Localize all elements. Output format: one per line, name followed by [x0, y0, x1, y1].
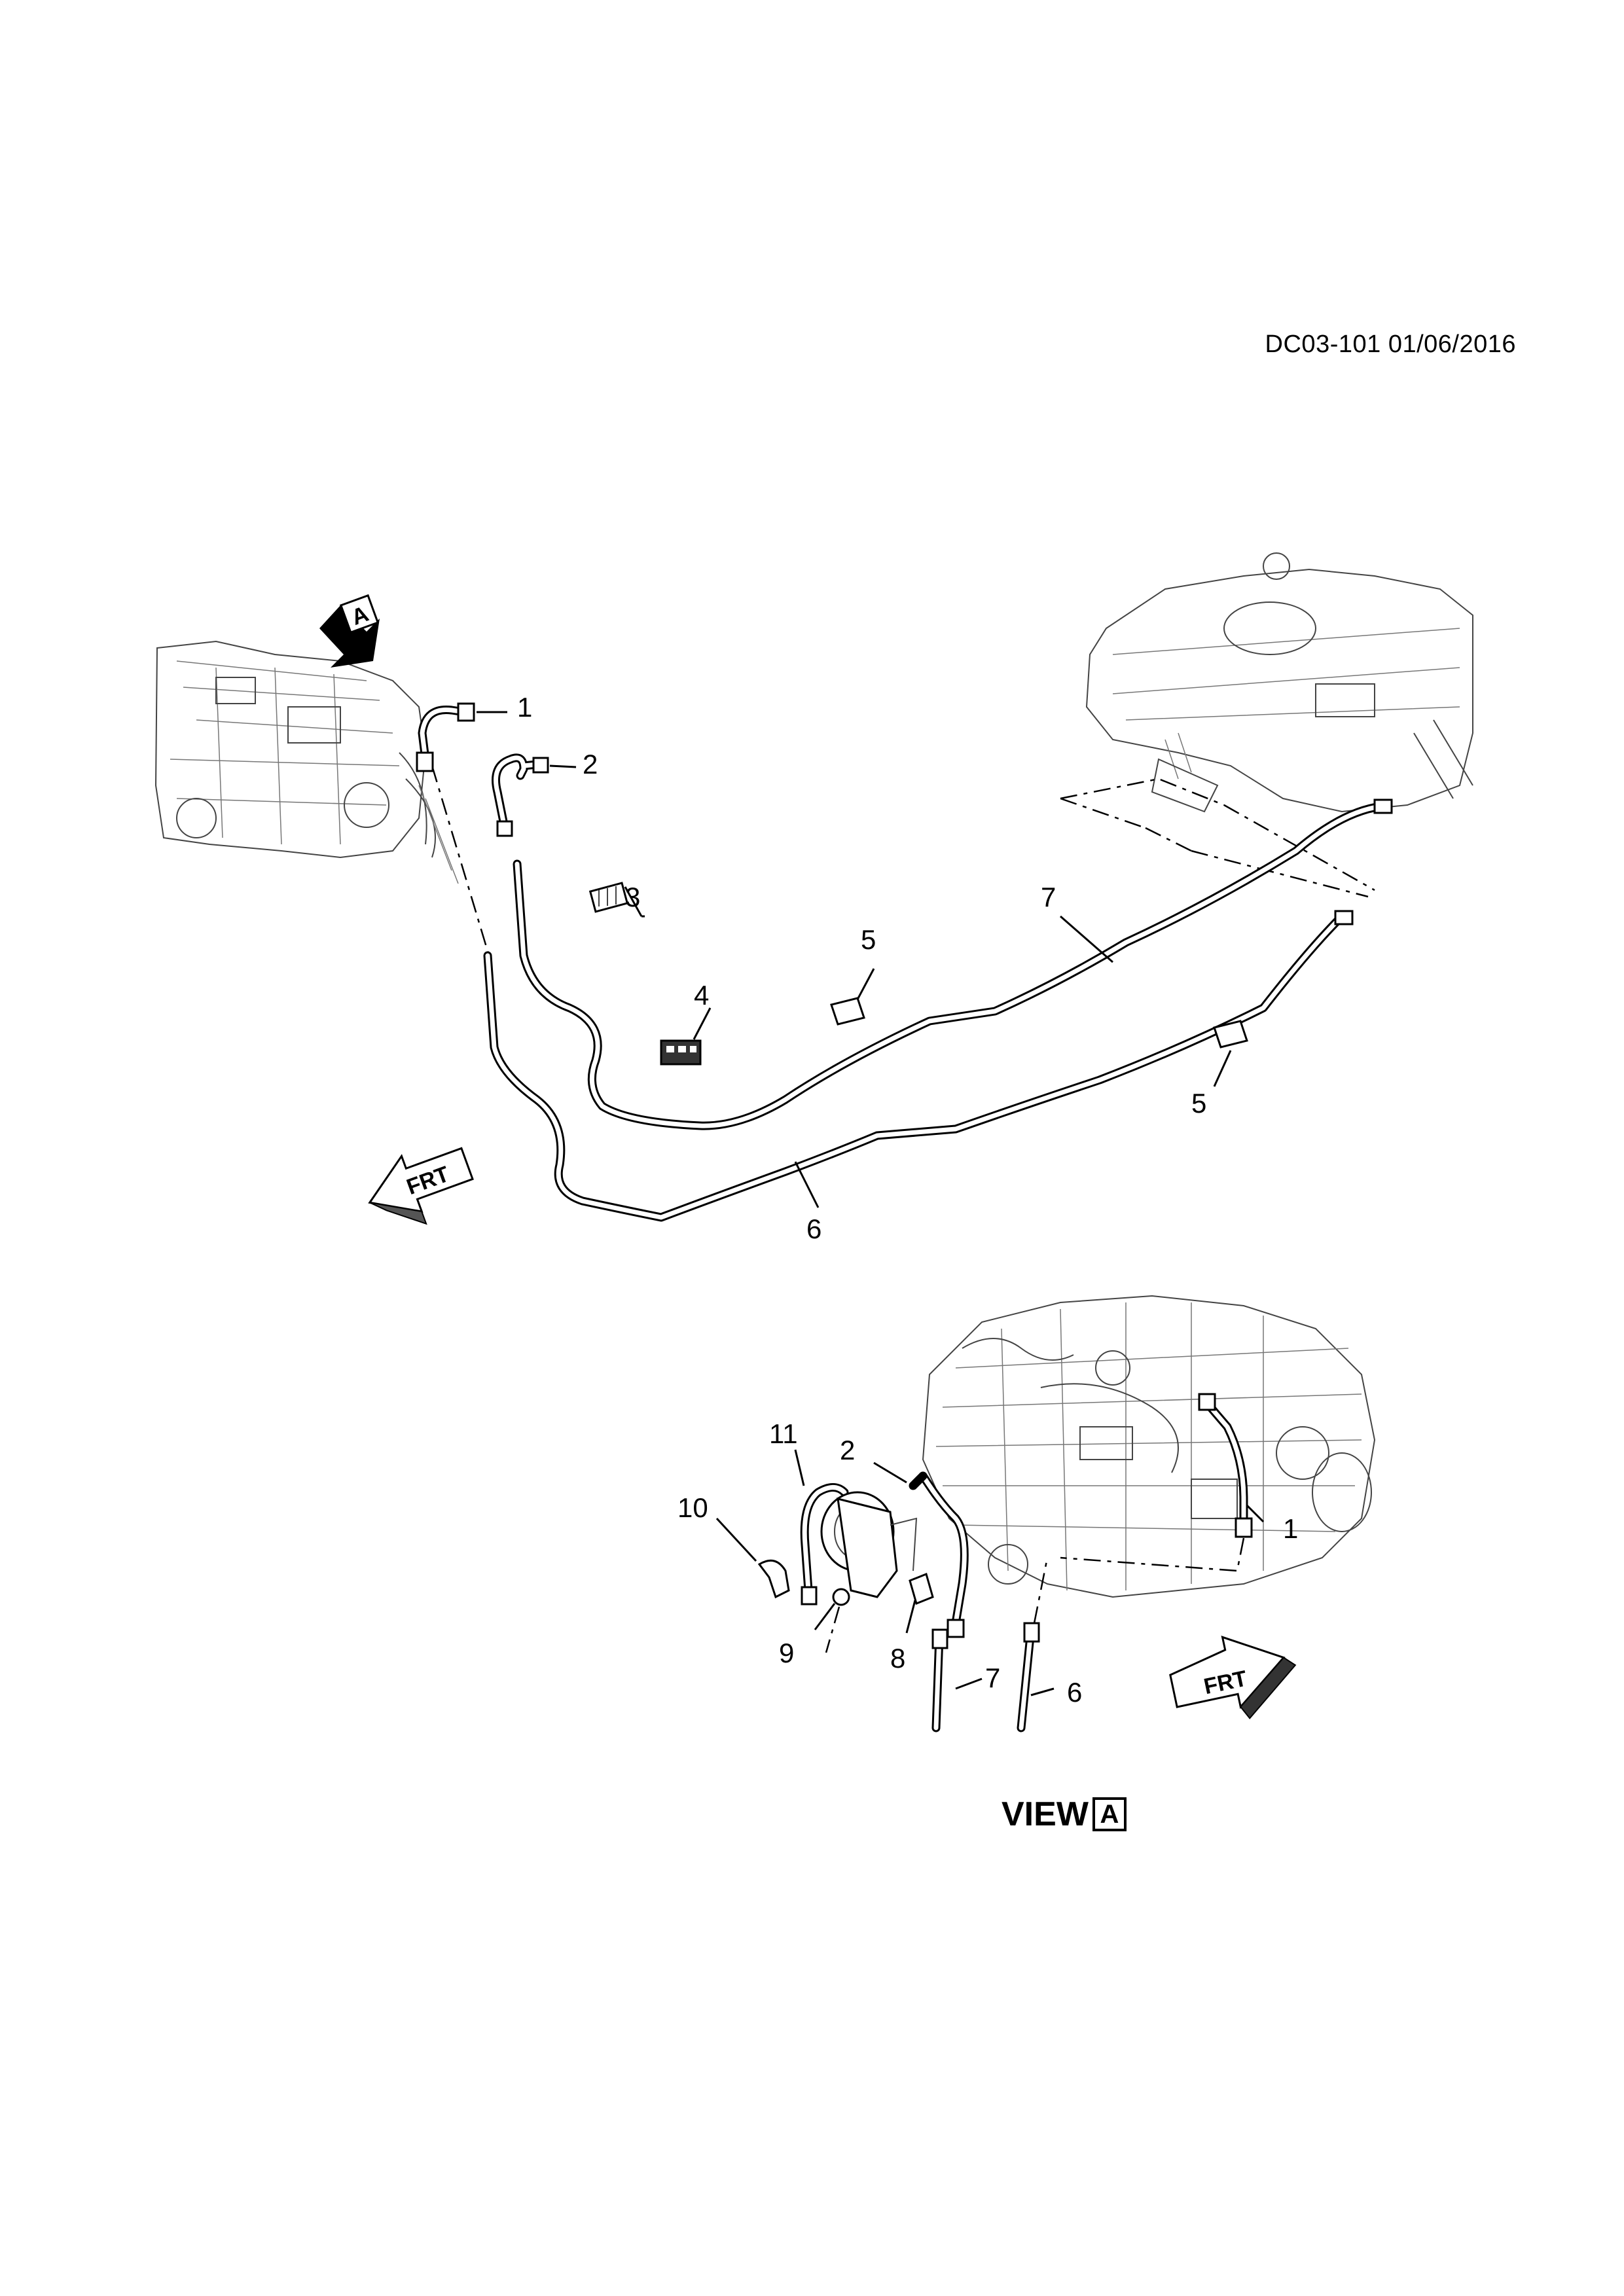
- callout-5-a: 5: [861, 924, 876, 955]
- dashed-leader-1-6: [431, 765, 492, 963]
- view-part-2-hose: [909, 1471, 969, 1638]
- view-callout-1: 1: [1283, 1513, 1298, 1544]
- view-part-8-clip: [909, 1572, 934, 1605]
- view-pipe-6: [1017, 1537, 1245, 1732]
- pipe-7-end-fitting: [1373, 798, 1393, 814]
- view-callout-6: 6: [1067, 1677, 1082, 1708]
- fuel-pipe-7: [513, 802, 1386, 1130]
- view-callout-7: 7: [985, 1662, 1000, 1693]
- callout-7: 7: [1041, 882, 1056, 912]
- view-callout-11: 11: [769, 1418, 798, 1449]
- view-a-label: VIEW A: [1001, 1795, 1127, 1834]
- callout-1: 1: [517, 692, 532, 723]
- fuel-pipe-6: [483, 912, 1346, 1222]
- callout-leaders-main: [477, 711, 1232, 1208]
- engine-sketch-top: [154, 640, 459, 884]
- view-part-9-bolt: [825, 1588, 850, 1653]
- fuel-tank-sketch: [1085, 552, 1473, 813]
- part-4-clip: [660, 1039, 702, 1066]
- document-id: DC03-101 01/06/2016: [1265, 331, 1516, 358]
- view-part-10-clip: [757, 1559, 790, 1599]
- view-callout-9: 9: [779, 1638, 794, 1668]
- callout-2: 2: [583, 749, 598, 780]
- callout-6: 6: [806, 1213, 821, 1244]
- pipe-6-end-fitting: [1334, 910, 1354, 925]
- callout-3: 3: [625, 882, 640, 912]
- view-part-11-hose-filter: [800, 1483, 918, 1605]
- view-part-1-hose: [1198, 1393, 1253, 1538]
- view-pipe-7: [931, 1628, 948, 1732]
- callout-5-b: 5: [1191, 1088, 1206, 1119]
- view-callout-2: 2: [840, 1435, 855, 1465]
- view-callout-10: 10: [677, 1492, 708, 1523]
- callout-4: 4: [694, 980, 709, 1011]
- view-letter-box: A: [1092, 1797, 1127, 1831]
- part-3-clip: [588, 882, 629, 913]
- part-5-clip-a: [830, 997, 865, 1026]
- part-5-clip-b: [1213, 1020, 1248, 1049]
- engine-sketch-view-a: [922, 1295, 1376, 1598]
- front-direction-arrow-right: FRT: [1169, 1636, 1297, 1719]
- view-word: VIEW: [1001, 1795, 1089, 1833]
- tank-dashed-guides: [1060, 778, 1375, 898]
- view-a-arrow: A: [319, 594, 380, 668]
- part-2-fuel-hose: [492, 753, 549, 837]
- front-direction-arrow-left: FRT: [368, 1147, 474, 1225]
- view-callout-8: 8: [890, 1643, 905, 1674]
- callout-leaders-view: [715, 1449, 1265, 1696]
- part-1-fuel-hose: [416, 702, 475, 772]
